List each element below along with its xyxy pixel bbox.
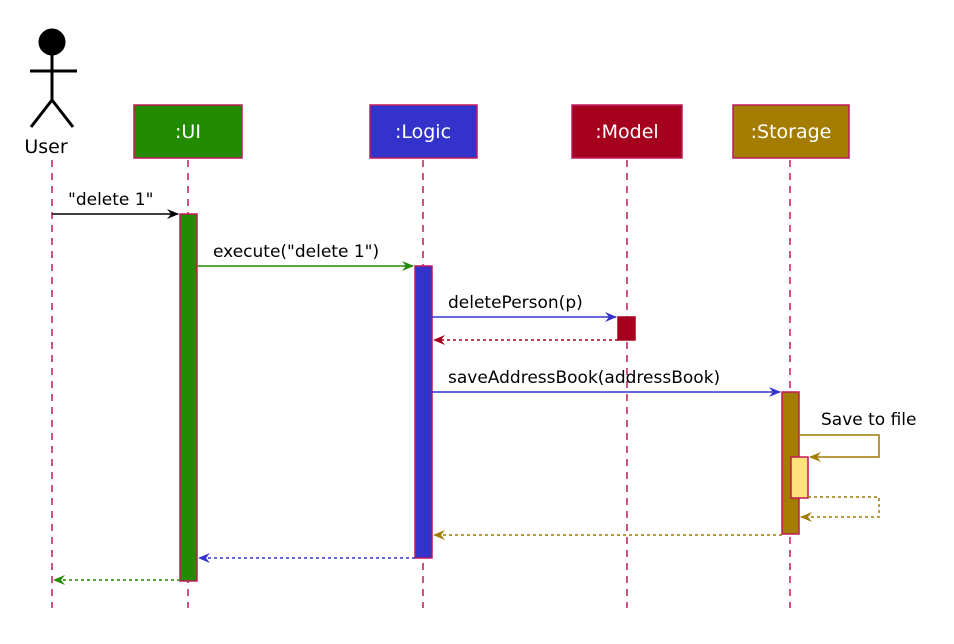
participant-logic: :Logic (369, 104, 478, 159)
self-message-label-storage: Save to file (821, 410, 917, 430)
participant-ui-label: :UI (175, 121, 201, 143)
activation-logic (414, 265, 433, 559)
participant-model: :Model (571, 104, 683, 159)
actor-label: User (24, 136, 67, 158)
activation-ui (179, 213, 198, 582)
participant-model-label: :Model (595, 121, 658, 143)
participant-storage-label: :Storage (751, 121, 832, 143)
message-label-ui-logic: execute("delete 1") (213, 242, 379, 262)
activation-model (617, 316, 636, 341)
message-label-logic-storage: saveAddressBook(addressBook) (448, 368, 720, 388)
participant-ui: :UI (133, 104, 243, 159)
participant-logic-label: :Logic (395, 121, 451, 143)
self-return-arrow-storage (800, 496, 880, 522)
participant-storage: :Storage (732, 104, 850, 159)
message-label-user-ui: "delete 1" (68, 190, 153, 210)
user-actor-icon (29, 28, 77, 128)
self-message-arrow-storage (799, 434, 880, 462)
message-label-logic-model: deletePerson(p) (448, 293, 583, 313)
activation-storage-self (790, 456, 809, 499)
